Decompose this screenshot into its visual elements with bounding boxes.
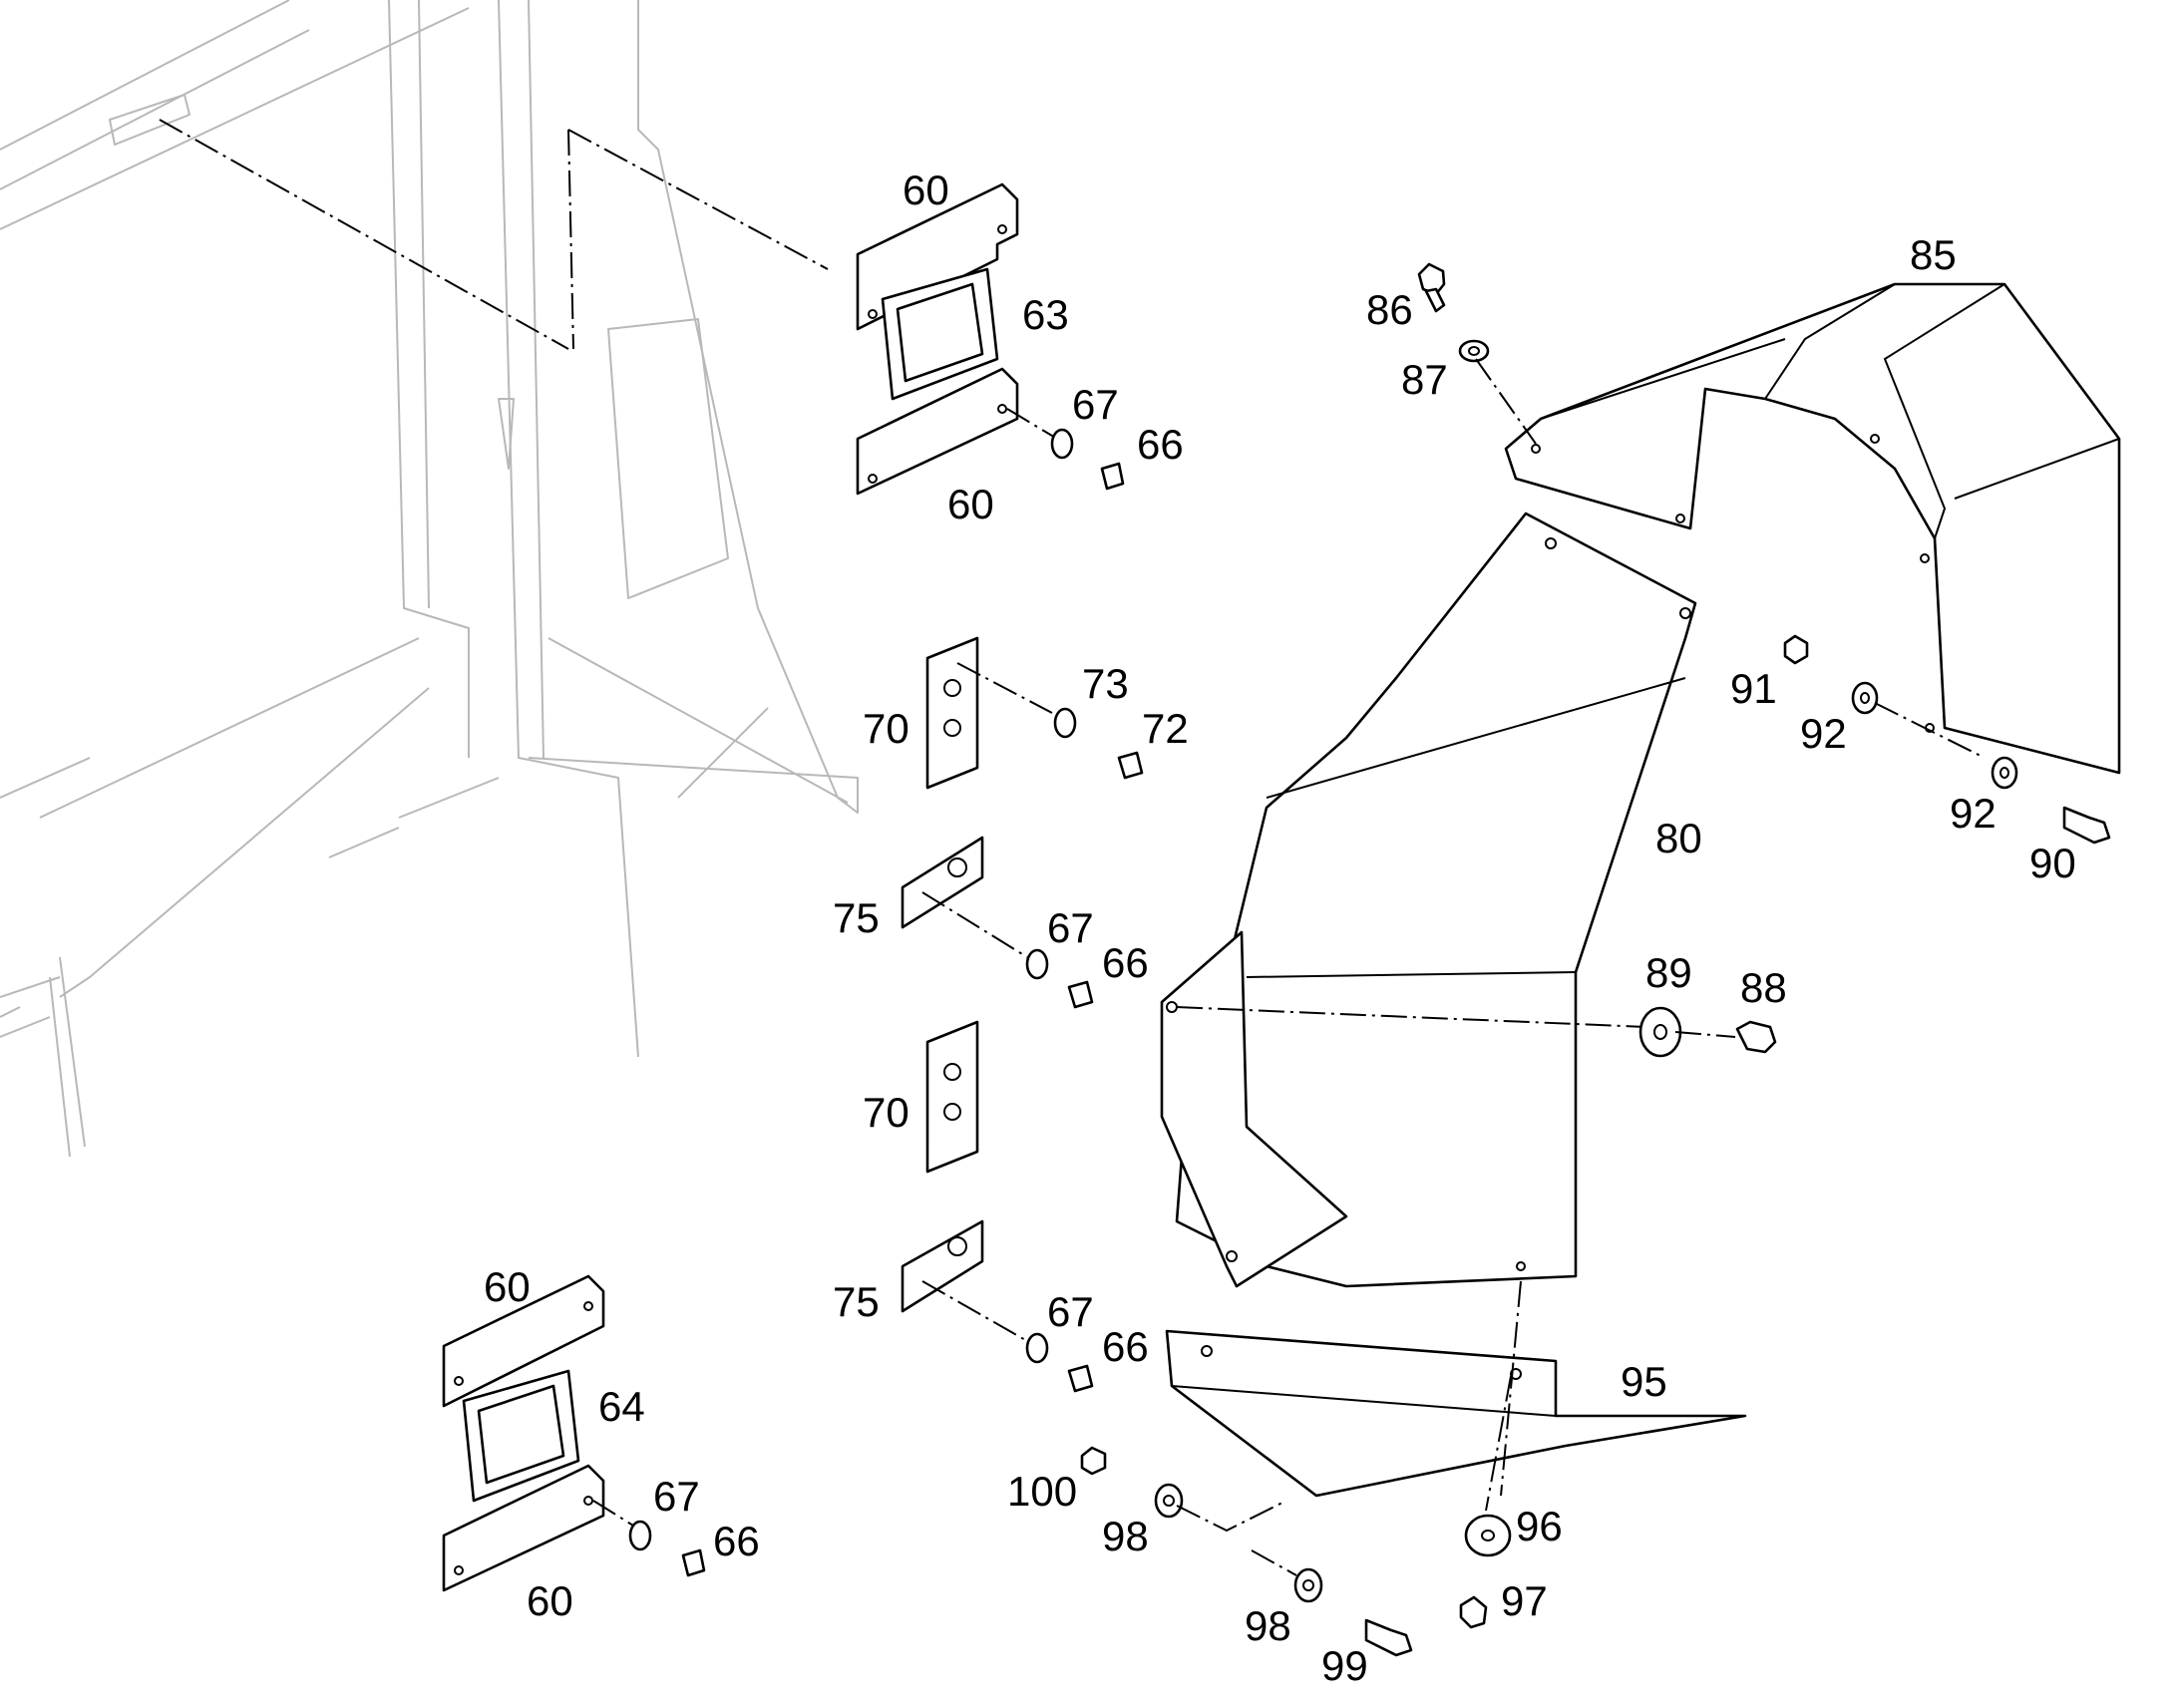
callout-labels: 60 63 67 66 60 70 73 72 75 67 66 70 75 6…	[484, 167, 2076, 1689]
callout-75: 75	[833, 1278, 880, 1325]
callout-63: 63	[1022, 291, 1069, 338]
callout-67: 67	[653, 1473, 700, 1520]
callout-92: 92	[1800, 710, 1847, 757]
plate-75-upper	[901, 836, 1094, 1009]
callout-60: 60	[527, 1577, 573, 1624]
gasket-assembly-bottom	[442, 1274, 706, 1592]
panel-80	[1160, 512, 1697, 1288]
plate-70-lower	[925, 1020, 979, 1174]
callout-60: 60	[484, 1263, 531, 1310]
fasteners-tray	[1080, 1446, 1512, 1657]
fasteners-housing	[1417, 262, 2111, 845]
callout-100: 100	[1007, 1468, 1077, 1515]
callout-87: 87	[1401, 356, 1448, 403]
tray-95	[1165, 1280, 1747, 1512]
callout-99: 99	[1321, 1642, 1368, 1689]
callout-80: 80	[1655, 815, 1702, 861]
callout-98: 98	[1245, 1602, 1291, 1649]
plate-70-upper	[925, 636, 1144, 790]
callout-97: 97	[1501, 1577, 1548, 1624]
callout-86: 86	[1366, 286, 1413, 333]
callout-60: 60	[947, 481, 994, 527]
callout-90: 90	[2029, 840, 2076, 886]
callout-72: 72	[1142, 705, 1189, 752]
callout-96: 96	[1516, 1503, 1563, 1549]
fasteners-89-88	[1176, 1006, 1777, 1058]
callout-95: 95	[1621, 1358, 1667, 1405]
callout-66: 66	[1137, 421, 1184, 468]
callout-66: 66	[1102, 1323, 1149, 1370]
callout-70: 70	[863, 1089, 909, 1136]
housing-85	[1504, 282, 2121, 775]
callout-73: 73	[1082, 660, 1129, 707]
callout-98: 98	[1102, 1513, 1149, 1559]
callout-70: 70	[863, 705, 909, 752]
callout-67: 67	[1047, 904, 1094, 951]
callout-64: 64	[598, 1383, 645, 1430]
callout-60: 60	[903, 167, 949, 213]
callout-67: 67	[1072, 381, 1119, 428]
callout-85: 85	[1910, 231, 1957, 278]
callout-75: 75	[833, 894, 880, 941]
callout-66: 66	[713, 1518, 760, 1564]
gasket-assembly-top	[856, 182, 1125, 496]
callout-89: 89	[1645, 949, 1692, 996]
callout-91: 91	[1730, 665, 1777, 712]
callout-88: 88	[1740, 964, 1787, 1011]
callout-67: 67	[1047, 1288, 1094, 1335]
mounting-frame	[0, 0, 859, 1158]
plate-75-lower	[901, 1219, 1094, 1393]
callout-66: 66	[1102, 939, 1149, 986]
callout-92: 92	[1950, 790, 1997, 837]
